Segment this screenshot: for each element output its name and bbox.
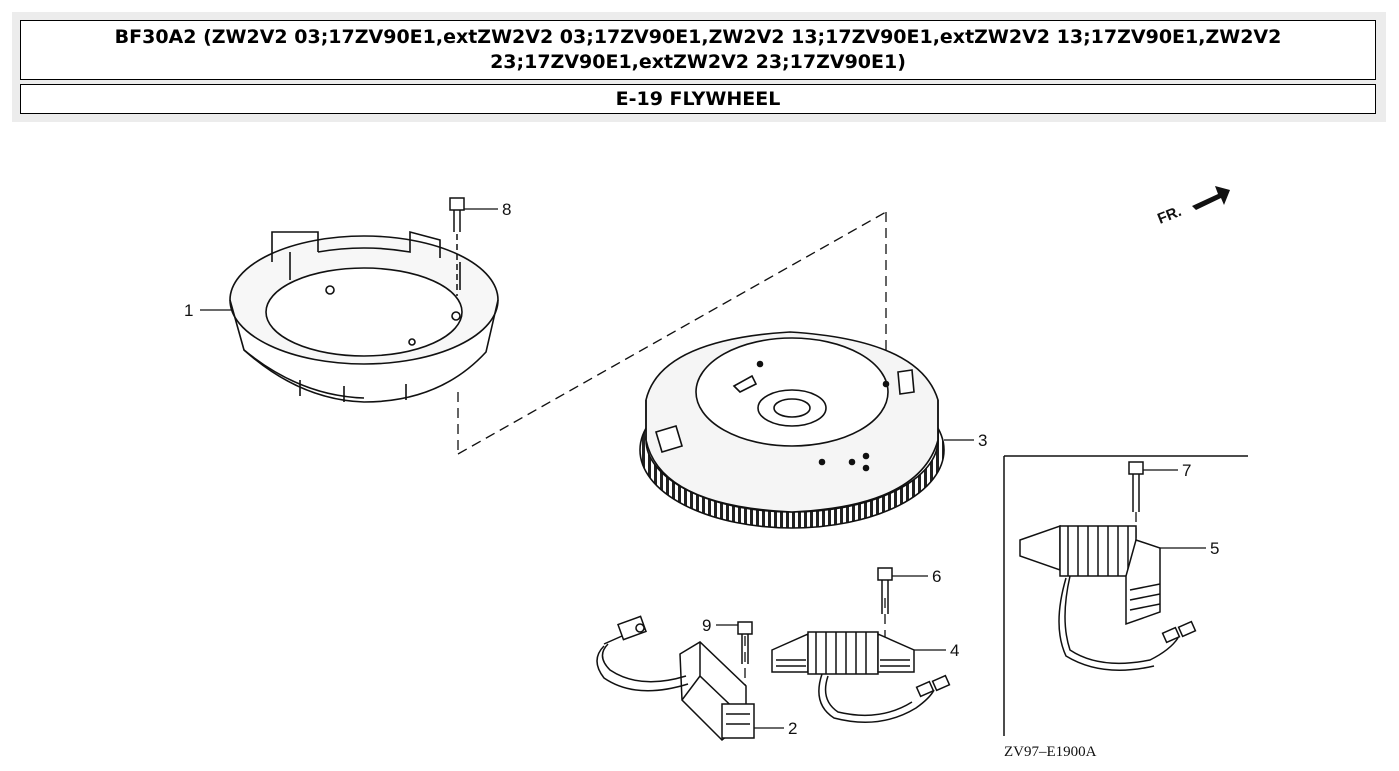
part-bolt-9[interactable]	[737, 621, 753, 664]
part-flywheel-cover[interactable]	[229, 230, 499, 403]
callout-leaders	[200, 208, 1206, 729]
callout-3[interactable]: 3	[978, 431, 987, 450]
front-arrow-icon	[1192, 186, 1230, 210]
callout-2[interactable]: 2	[788, 719, 797, 738]
callout-7[interactable]: 7	[1182, 461, 1191, 480]
header-panel: BF30A2 (ZW2V2 03;17ZV90E1,extZW2V2 03;17…	[12, 12, 1386, 122]
callout-9[interactable]: 9	[702, 616, 711, 635]
callout-4[interactable]: 4	[950, 641, 959, 660]
callout-8[interactable]: 8	[502, 200, 511, 219]
part-charge-coil[interactable]	[771, 631, 951, 723]
part-exciter-coil[interactable]	[1019, 524, 1197, 671]
section-title: E-19 FLYWHEEL	[20, 84, 1376, 114]
inset-frame	[1003, 455, 1248, 736]
part-flywheel[interactable]	[639, 331, 945, 529]
front-direction-marker: FR.	[1155, 186, 1230, 228]
callout-5[interactable]: 5	[1210, 539, 1219, 558]
drawing-code: ZV97–E1900A	[1004, 744, 1097, 760]
callout-6[interactable]: 6	[932, 567, 941, 586]
part-bolt-8[interactable]	[449, 197, 465, 296]
part-bolt-6[interactable]	[877, 567, 893, 614]
callout-1[interactable]: 1	[184, 301, 193, 320]
front-marker-label: FR.	[1155, 203, 1184, 228]
part-cdi-unit[interactable]	[596, 615, 755, 742]
part-bolt-7[interactable]	[1128, 461, 1144, 512]
model-title: BF30A2 (ZW2V2 03;17ZV90E1,extZW2V2 03;17…	[20, 20, 1376, 80]
